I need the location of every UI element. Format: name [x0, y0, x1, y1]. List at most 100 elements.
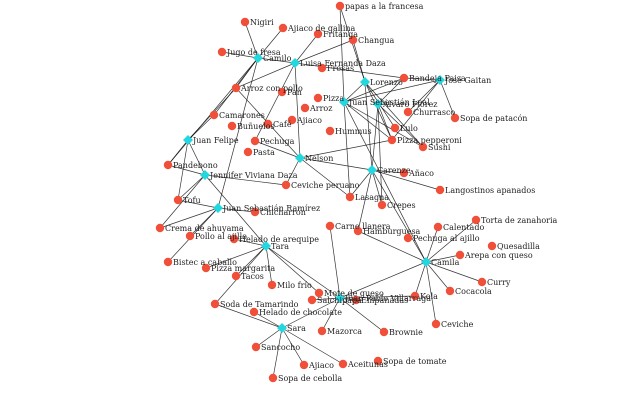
food-node-pizza-margarita[interactable]	[201, 263, 211, 273]
food-node-ceviche[interactable]	[431, 319, 441, 329]
edge-camilo-luisa	[257, 57, 296, 64]
food-node-cocacola[interactable]	[445, 286, 455, 296]
food-node-mote-de-queso[interactable]	[314, 288, 324, 298]
food-node-crepes[interactable]	[377, 200, 387, 210]
food-node-pollo-al-ajillo[interactable]	[185, 231, 195, 241]
food-node-pizza-pepperoni[interactable]	[387, 135, 397, 145]
person-node-camila[interactable]	[421, 257, 431, 267]
food-node-chicharron[interactable]	[250, 207, 260, 217]
person-node-luisa-fernanda-daza[interactable]	[290, 58, 300, 68]
food-node-quesadilla[interactable]	[487, 241, 497, 251]
food-node-langostinos-apanados[interactable]	[435, 185, 445, 195]
food-node-churrasco[interactable]	[403, 107, 413, 117]
edge-jose-juanleal	[343, 79, 441, 103]
food-node-helado-de-arequipe[interactable]	[229, 234, 239, 244]
food-label-arroz: Arroz	[309, 104, 332, 113]
food-node-arroz-con-pollo[interactable]	[231, 83, 241, 93]
edge-jennifer-tofu	[177, 174, 206, 201]
food-node-ajiaco[interactable]	[299, 360, 309, 370]
food-node-empanadas[interactable]	[351, 295, 361, 305]
person-node-carenze[interactable]	[367, 165, 377, 175]
food-node-milo-frio[interactable]	[267, 280, 277, 290]
food-node-fritanga[interactable]	[313, 29, 323, 39]
food-node-curry[interactable]	[477, 277, 487, 287]
food-node-ajiaco[interactable]	[287, 115, 297, 125]
food-node-arroz[interactable]	[300, 103, 310, 113]
food-node-hummus[interactable]	[325, 126, 335, 136]
food-node-jugo-de-fresa[interactable]	[217, 47, 227, 57]
food-node-camarones[interactable]	[209, 110, 219, 120]
edge-tara-pizzamarg	[205, 245, 267, 269]
person-node-lorenzo[interactable]	[360, 77, 370, 87]
food-node-soda-de-tamarindo[interactable]	[210, 299, 220, 309]
food-node-kola[interactable]	[410, 291, 420, 301]
person-node-juan-pablo-villarraga[interactable]	[335, 293, 345, 303]
person-node-jose-gaitan[interactable]	[435, 75, 445, 85]
food-label-mote-de-queso: Mote de queso	[324, 289, 384, 298]
person-node-juan-sebastian-leal[interactable]	[339, 97, 349, 107]
food-node-calentado[interactable]	[433, 222, 443, 232]
food-node-nigiri[interactable]	[240, 17, 250, 27]
food-node-torta-de-zanahoria[interactable]	[471, 215, 481, 225]
edge-jose-pizzapep	[391, 79, 441, 141]
food-node-sopa-de-tomate[interactable]	[373, 356, 383, 366]
food-node-tacos[interactable]	[231, 271, 241, 281]
food-node-aceitunas[interactable]	[338, 359, 348, 369]
edge-juanfelipe-jennifer	[187, 139, 206, 176]
food-node-arepa-con-queso[interactable]	[455, 250, 465, 260]
food-node-tofu[interactable]	[173, 195, 183, 205]
food-node-salchipapa[interactable]	[307, 295, 317, 305]
person-node-juan-sebastian-ramirez[interactable]	[213, 203, 223, 213]
person-node-nelson[interactable]	[295, 153, 305, 163]
edge-nelson-lasagna	[299, 157, 351, 198]
edge-camila-hamburguesa	[357, 230, 427, 263]
food-node-changua[interactable]	[348, 35, 358, 45]
food-node-pizza[interactable]	[313, 93, 323, 103]
food-node-lasagna[interactable]	[345, 192, 355, 202]
food-label-ajiaco: Ajiaco	[308, 361, 334, 370]
food-label-camarones: Camarones	[219, 111, 265, 120]
food-node-papas-a-la-francesa[interactable]	[335, 1, 345, 11]
food-node-cafe[interactable]	[263, 119, 273, 129]
food-node-pasta[interactable]	[243, 147, 253, 157]
person-label-juan-felipe: Juan Felipe	[192, 136, 239, 145]
edge-camila-ceviche	[425, 261, 437, 325]
food-node-pechuga[interactable]	[250, 136, 260, 146]
edge-juanfelipe-pandebono	[167, 139, 189, 166]
person-node-tara[interactable]	[261, 241, 271, 251]
food-node-sopa-de-cebolla[interactable]	[268, 373, 278, 383]
food-node-sopa-de-patacon[interactable]	[450, 113, 460, 123]
food-node-fresas[interactable]	[317, 63, 327, 73]
edge-luisa-pechuga	[254, 62, 296, 142]
food-node-pan[interactable]	[277, 87, 287, 97]
person-node-sara[interactable]	[277, 323, 287, 333]
food-node-crema-de-ahuyama[interactable]	[155, 223, 165, 233]
food-node-bandeja-paisa[interactable]	[399, 73, 409, 83]
food-node-hamburguesa[interactable]	[353, 226, 363, 236]
food-label-arroz-con-pollo: Arroz con pollo	[240, 84, 303, 93]
person-node-juan-felipe[interactable]	[183, 135, 193, 145]
food-node-anaco[interactable]	[399, 168, 409, 178]
food-node-sushi[interactable]	[418, 142, 428, 152]
food-node-sancocho[interactable]	[251, 342, 261, 352]
person-node-jennifer-viviana-daza[interactable]	[200, 170, 210, 180]
food-node-pechuga-al-ajillo[interactable]	[403, 233, 413, 243]
food-node-ajiaco-de-gallina[interactable]	[278, 23, 288, 33]
food-node-bistec-a-caballo[interactable]	[163, 257, 173, 267]
edge-nelson-pechuga	[254, 140, 301, 159]
food-label-empanadas: Empanadas	[361, 296, 408, 305]
food-node-pandebono[interactable]	[163, 160, 173, 170]
food-node-ceviche-peruano[interactable]	[281, 180, 291, 190]
food-node-brownie[interactable]	[379, 327, 389, 337]
person-node-camilo[interactable]	[253, 53, 263, 63]
food-node-carne-llanera[interactable]	[325, 221, 335, 231]
food-label-anaco: Añaco	[408, 169, 434, 178]
food-node-helado-de-chocolate[interactable]	[249, 307, 259, 317]
food-node-mazorca[interactable]	[317, 326, 327, 336]
person-node-alvaro-florez[interactable]	[373, 99, 383, 109]
edge-luisa-bandeja	[294, 62, 405, 79]
edge-lorenzo-juanleal	[343, 81, 366, 103]
food-node-lulo[interactable]	[390, 123, 400, 133]
food-node-bunuelos[interactable]	[227, 121, 237, 131]
